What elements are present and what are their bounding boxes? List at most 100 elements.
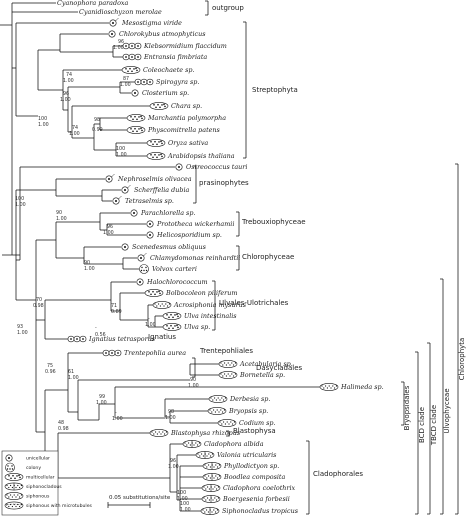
- clade-label: Ulvales-Ulotrichales: [219, 299, 289, 307]
- support-value: 0.89: [111, 309, 122, 315]
- taxon-label: Entransia fimbriata: [143, 53, 207, 61]
- support-value: 1.00: [120, 82, 131, 88]
- support-value: 1.00: [165, 415, 176, 421]
- clade-label-vertical: Bryopsidales: [403, 385, 411, 430]
- taxon-label: Boergesenia forbesii: [222, 495, 290, 503]
- taxon-label: Coleochaete sp.: [143, 66, 194, 74]
- support-value: 0.98: [58, 426, 69, 432]
- taxon-label: Codium sp.: [239, 419, 275, 427]
- chain-icon: [122, 42, 142, 50]
- clade-label-vertical: BCD clade: [418, 407, 426, 443]
- support-value: 1.00: [84, 266, 95, 272]
- taxon-label: Oryza sativa: [168, 139, 208, 147]
- clade-label: Blastophysa: [233, 427, 276, 435]
- support-value: 1.00: [68, 375, 79, 381]
- clade-label: Ignatius: [148, 333, 176, 341]
- clade-brackets: outgroupStreptophytaprasinophytesTreboux…: [148, 0, 466, 515]
- support-value: 96: [170, 458, 176, 464]
- taxon-label: Physcomitrella patens: [147, 126, 221, 134]
- support-value: 1.00: [177, 496, 188, 502]
- flag-icon: [121, 184, 131, 194]
- taxon-label: Boodlea composita: [223, 473, 285, 481]
- support-value: 1.00: [180, 507, 191, 513]
- taxon-label: Ostreococcus tauri: [186, 163, 247, 171]
- support-value: 1.00: [168, 464, 179, 470]
- chain-icon: [122, 53, 142, 61]
- taxon-label: Chlamydomonas reinhardtii: [150, 254, 240, 262]
- legend-entry: colony: [26, 465, 41, 471]
- support-value: 100: [116, 146, 125, 152]
- taxon-label: Prototheca wickerhamii: [156, 220, 234, 228]
- clade-label: Chlorophyceae: [242, 253, 294, 261]
- support-value: 1.00: [15, 202, 26, 208]
- uni-icon: [108, 30, 116, 38]
- taxon-label: Bornetella sp.: [239, 371, 285, 379]
- uni-icon: [175, 163, 183, 171]
- taxon-label: Scherffelia dubia: [134, 186, 189, 194]
- support-value: 96: [63, 91, 69, 97]
- siph-icon: [319, 383, 339, 391]
- clade-label: Trentepohliales: [199, 347, 253, 355]
- taxon-label: Bryopsis sp.: [228, 407, 268, 415]
- support-value: 1.00: [188, 383, 199, 389]
- support-value: 1.00: [56, 216, 67, 222]
- taxon-label: Cyanophora paradoxa: [57, 0, 129, 7]
- taxon-label: Phyllodictyon sp.: [223, 462, 279, 470]
- siphcell-icon: [182, 440, 202, 448]
- multi-icon: [162, 323, 182, 331]
- siph-icon: [217, 419, 237, 427]
- support-value: 48: [58, 420, 64, 426]
- clade-label-vertical: TBCD clade: [430, 405, 438, 446]
- uni-icon: [131, 89, 139, 97]
- taxon-label: Closterium sp.: [142, 89, 189, 97]
- taxon-label: Nephroselmis olivacea: [117, 175, 192, 183]
- taxon-label: Halochlorococcum: [146, 278, 208, 286]
- colony-icon: [139, 264, 149, 274]
- support-value: 93: [17, 324, 23, 330]
- flag-icon: [137, 252, 147, 262]
- multi-icon: [126, 114, 146, 122]
- support-value: 1.00: [116, 152, 127, 158]
- support-value: 90: [190, 377, 196, 383]
- support-value: 1.00: [17, 330, 28, 336]
- multi-icon: [162, 312, 182, 320]
- support-value: 75: [47, 363, 53, 369]
- flag-icon: [109, 17, 119, 27]
- taxon-label: Scenedesmus obliquus: [132, 243, 207, 251]
- taxon-label: Chlorokybus atmophyticus: [119, 30, 206, 38]
- chain-icon: [67, 335, 87, 343]
- taxon-label: Cyanidioschyzon merolae: [79, 8, 162, 16]
- support-value: 100: [180, 501, 189, 507]
- siph-icon: [218, 360, 238, 368]
- siphmt-icon: [4, 501, 24, 510]
- support-value: 0.96: [45, 369, 56, 375]
- support-value: 0.99: [92, 127, 103, 133]
- support-value: 1.00: [38, 122, 49, 128]
- support-value: 1.00: [60, 97, 71, 103]
- clade-label: prasinophytes: [199, 179, 249, 187]
- support-value: 1.00: [103, 230, 114, 236]
- taxon-label: Spirogyra sp.: [156, 78, 199, 86]
- taxon-label: Tetraselmis sp.: [125, 197, 174, 205]
- support-value: 98: [94, 117, 100, 123]
- taxon-label: Volvox carteri: [152, 265, 197, 273]
- siph-icon: [4, 492, 24, 500]
- clade-label-vertical: Ulvophyceae: [443, 388, 451, 433]
- clade-label-vertical: Chlorophyta: [458, 338, 466, 381]
- clade-label: Cladophorales: [313, 470, 363, 478]
- support-value: 1.00: [96, 400, 107, 406]
- taxon-label: Klebsormidium flaccidum: [143, 42, 227, 50]
- multi-icon: [146, 152, 166, 160]
- siph-icon: [152, 301, 172, 309]
- chain-icon: [134, 78, 154, 86]
- colony-icon: [5, 462, 15, 473]
- taxon-label: Ulva sp.: [184, 323, 210, 331]
- legend: unicellularcolonymulticellularsiphonocla…: [1, 450, 93, 516]
- support-value: 61: [68, 369, 74, 375]
- siph-icon: [207, 407, 227, 415]
- taxon-label: Ulva intestinalis: [184, 312, 237, 320]
- siphcell-icon: [202, 473, 222, 481]
- taxon-label: Blastophysa rhizopus: [170, 429, 241, 437]
- multi-icon: [121, 66, 141, 74]
